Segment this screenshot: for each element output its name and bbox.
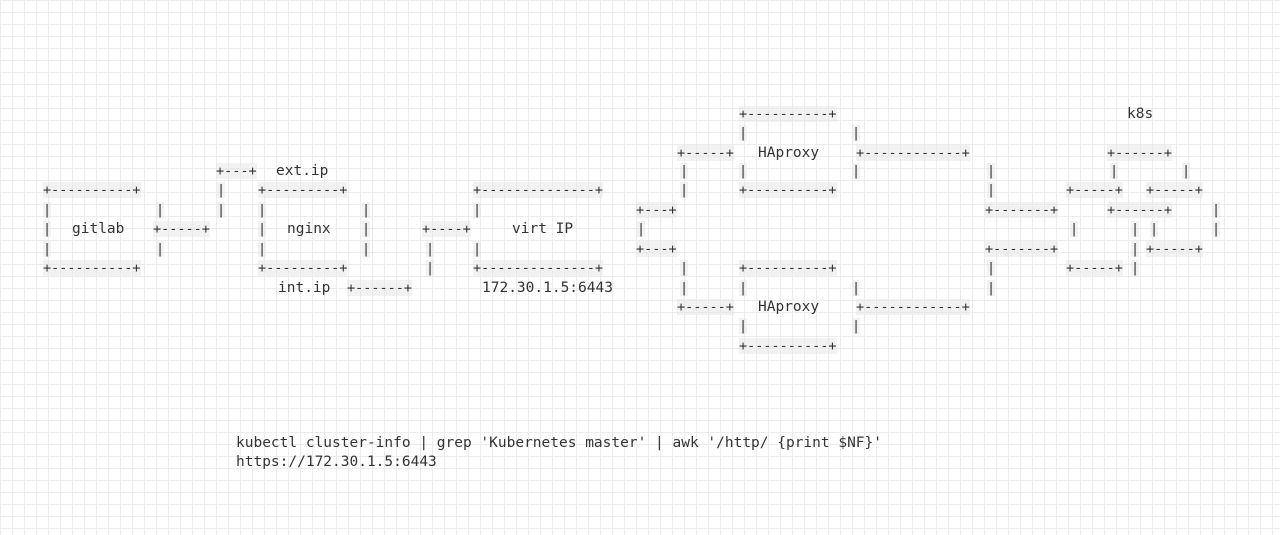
connector-vertical: |	[987, 163, 996, 179]
haproxy-bottom-box-top: +----------+	[739, 260, 837, 276]
gitlab-label: gitlab	[72, 221, 125, 237]
haproxy-bottom-box-bottom: +----------+	[739, 338, 837, 354]
command-output: https://172.30.1.5:6443	[236, 454, 437, 470]
nginx-box-side: |	[258, 241, 267, 257]
connector-vertical: |	[987, 182, 996, 198]
connector-int-ip: +------+	[347, 280, 413, 296]
nginx-box-side: |	[258, 221, 267, 237]
command-line: kubectl cluster-info | grep 'Kubernetes …	[236, 435, 883, 451]
virtip-box-bottom: +--------------+	[473, 260, 604, 276]
connector-vertical: |	[426, 241, 435, 257]
k8s-node-side: |	[1212, 202, 1221, 218]
haproxy-bottom-box-side: |	[852, 318, 861, 334]
k8s-label: k8s	[1127, 106, 1154, 122]
nginx-box-top: +---------+	[258, 182, 348, 198]
k8s-node-side: |	[1212, 221, 1221, 237]
ext-ip-label: ext.ip	[276, 163, 329, 179]
connector-upper-branch: +-----+	[677, 145, 734, 161]
connector-vertical: |	[987, 280, 996, 296]
k8s-node-right-top: +-----+	[1146, 182, 1203, 198]
connector-vertical: |	[680, 182, 689, 198]
gitlab-box-top: +----------+	[43, 182, 141, 198]
haproxy-top-box-side: |	[739, 163, 748, 179]
virtip-box-side: |	[473, 202, 482, 218]
nginx-box-bottom: +---------+	[258, 260, 348, 276]
nginx-label: nginx	[287, 221, 331, 237]
k8s-node-side: |	[1150, 221, 1159, 237]
connector-vertical: |	[217, 182, 226, 198]
k8s-node-top: +------+	[1107, 145, 1173, 161]
connector-to-virtip: +----+	[422, 221, 471, 237]
connector-gitlab-out: +-----+	[153, 221, 210, 237]
connector-vertical: |	[680, 260, 689, 276]
gitlab-box-side: |	[156, 202, 165, 218]
haproxy-top-box-side: |	[739, 125, 748, 141]
virtip-box-side: |	[637, 221, 646, 237]
connector-lower-branch: +-----+	[677, 299, 734, 315]
connector-k8s-upper: +-------+	[985, 202, 1059, 218]
haproxy-top-box-top: +----------+	[739, 106, 837, 122]
nginx-box-side: |	[362, 221, 371, 237]
haproxy-top-box-side: |	[852, 163, 861, 179]
k8s-node-right-bottom: +-----+	[1146, 241, 1203, 257]
haproxy-bottom-label: HAproxy	[758, 299, 820, 315]
gitlab-box-bottom: +----------+	[43, 260, 141, 276]
k8s-node-side: |	[1131, 221, 1140, 237]
virtip-box-side: |	[473, 241, 482, 257]
k8s-node-mid: +------+	[1107, 202, 1173, 218]
virt-ip-label: virt IP	[512, 221, 574, 237]
haproxy-bottom-box-side: |	[739, 318, 748, 334]
virtip-box-top: +--------------+	[473, 182, 604, 198]
connector-virtip-lower: +---+	[636, 241, 677, 257]
k8s-node-side: |	[1070, 221, 1079, 237]
connector-k8s-lower: +-------+	[985, 241, 1059, 257]
k8s-node-side: |	[1131, 260, 1140, 276]
k8s-node-side: |	[1131, 241, 1140, 257]
connector-virtip-upper: +---+	[636, 202, 677, 218]
k8s-node-side: |	[1110, 163, 1119, 179]
connector-vertical: |	[217, 202, 226, 218]
virt-ip-address: 172.30.1.5:6443	[482, 280, 613, 296]
k8s-node-side: |	[1182, 163, 1191, 179]
k8s-node-left-bottom: +-----+	[1066, 260, 1123, 276]
connector-haproxy-top-out: +------------+	[856, 145, 970, 161]
haproxy-bottom-box-side: |	[852, 280, 861, 296]
connector-ext-top: +---+	[216, 163, 257, 179]
haproxy-top-label: HAproxy	[758, 145, 820, 161]
haproxy-bottom-box-side: |	[739, 280, 748, 296]
gitlab-box-side: |	[43, 221, 52, 237]
connector-vertical: |	[680, 280, 689, 296]
gitlab-box-side: |	[43, 241, 52, 257]
connector-vertical: |	[426, 260, 435, 276]
k8s-node-left-top: +-----+	[1066, 182, 1123, 198]
haproxy-top-box-bottom: +----------+	[739, 182, 837, 198]
connector-vertical: |	[987, 260, 996, 276]
gitlab-box-side: |	[156, 241, 165, 257]
int-ip-label: int.ip	[278, 280, 331, 296]
connector-vertical: |	[680, 163, 689, 179]
haproxy-top-box-side: |	[852, 125, 861, 141]
connector-haproxy-bottom-out: +------------+	[856, 299, 970, 315]
gitlab-box-side: |	[43, 202, 52, 218]
nginx-box-side: |	[362, 202, 371, 218]
nginx-box-side: |	[362, 241, 371, 257]
nginx-box-side: |	[258, 202, 267, 218]
